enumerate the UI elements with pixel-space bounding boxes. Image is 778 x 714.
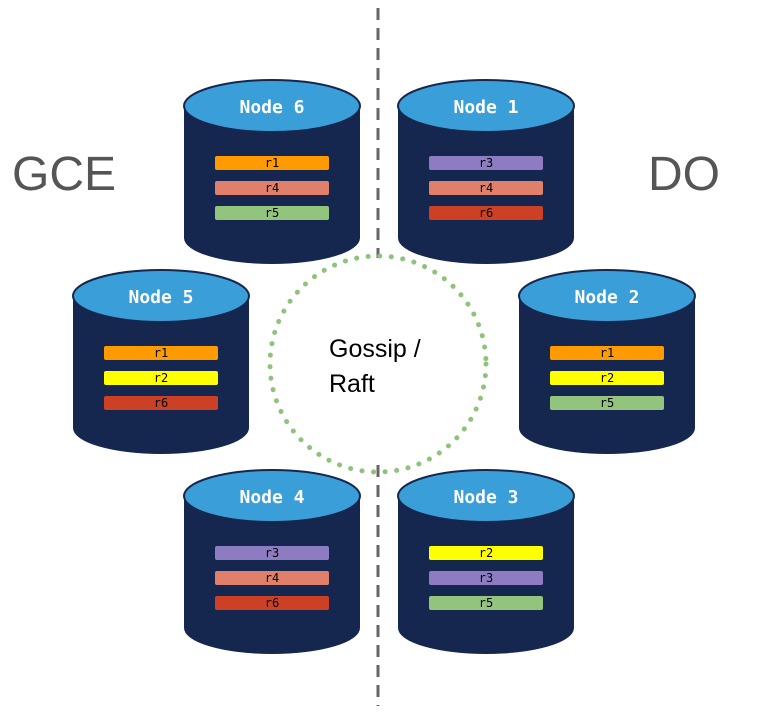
replica-label-r5: r5 xyxy=(479,596,493,610)
node-title: Node 3 xyxy=(453,487,518,508)
replica-bar-r1 xyxy=(550,346,664,360)
replica-label-r5: r5 xyxy=(265,206,279,220)
replica-bar-r5 xyxy=(550,396,664,410)
cylinder-node-1: Node 1 r3 r4 r6 xyxy=(397,79,575,264)
replica-label-r2: r2 xyxy=(154,371,168,385)
replica-label-r3: r3 xyxy=(265,546,279,560)
replica-label-r3: r3 xyxy=(479,156,493,170)
replica-label-r3: r3 xyxy=(479,571,493,585)
replica-label-r1: r1 xyxy=(600,346,614,360)
cylinder-top xyxy=(518,269,696,323)
cylinder-top xyxy=(397,469,575,523)
replica-label-r4: r4 xyxy=(479,181,493,195)
replica-label-r5: r5 xyxy=(600,396,614,410)
cylinder-top xyxy=(183,469,361,523)
replica-bar-r2 xyxy=(550,371,664,385)
replica-label-r1: r1 xyxy=(154,346,168,360)
cylinder-top xyxy=(72,269,250,323)
replica-label-r2: r2 xyxy=(600,371,614,385)
node-title: Node 6 xyxy=(239,97,304,118)
replica-label-r2: r2 xyxy=(479,546,493,560)
replica-label-r6: r6 xyxy=(265,596,279,610)
replica-bar-r4 xyxy=(215,181,329,195)
replica-bar-r3 xyxy=(429,571,543,585)
cylinder-node-5: Node 5 r1 r2 r6 xyxy=(72,269,250,454)
cylinder-node-3: Node 3 r2 r3 r5 xyxy=(397,469,575,654)
replica-bar-r4 xyxy=(215,571,329,585)
replica-bar-r5 xyxy=(215,206,329,220)
region-label-gce: GCE xyxy=(12,148,116,201)
replica-label-r6: r6 xyxy=(154,396,168,410)
node-title: Node 2 xyxy=(574,287,639,308)
replica-bar-r6 xyxy=(215,596,329,610)
replica-bar-r2 xyxy=(429,546,543,560)
center-label-line2: Raft xyxy=(329,370,375,398)
replica-bar-r6 xyxy=(429,206,543,220)
gossip-raft-ring xyxy=(267,253,489,475)
replica-label-r1: r1 xyxy=(265,156,279,170)
replica-bar-r2 xyxy=(104,371,218,385)
cylinder-node-4: Node 4 r3 r4 r6 xyxy=(183,469,361,654)
node-title: Node 4 xyxy=(239,487,304,508)
node-title: Node 1 xyxy=(453,97,518,118)
replica-bar-r5 xyxy=(429,596,543,610)
cylinder-top xyxy=(183,79,361,133)
replica-bar-r6 xyxy=(104,396,218,410)
replica-label-r4: r4 xyxy=(265,181,279,195)
replica-bar-r1 xyxy=(104,346,218,360)
cylinder-node-2: Node 2 r1 r2 r5 xyxy=(518,269,696,454)
replica-bar-r3 xyxy=(215,546,329,560)
node-title: Node 5 xyxy=(128,287,193,308)
replica-label-r4: r4 xyxy=(265,571,279,585)
cylinder-node-6: Node 6 r1 r4 r5 xyxy=(183,79,361,264)
replica-label-r6: r6 xyxy=(479,206,493,220)
region-label-do: DO xyxy=(648,148,720,201)
replica-bar-r4 xyxy=(429,181,543,195)
cylinder-top xyxy=(397,79,575,133)
replica-bar-r3 xyxy=(429,156,543,170)
center-label-line1: Gossip / xyxy=(329,335,421,363)
replica-bar-r1 xyxy=(215,156,329,170)
